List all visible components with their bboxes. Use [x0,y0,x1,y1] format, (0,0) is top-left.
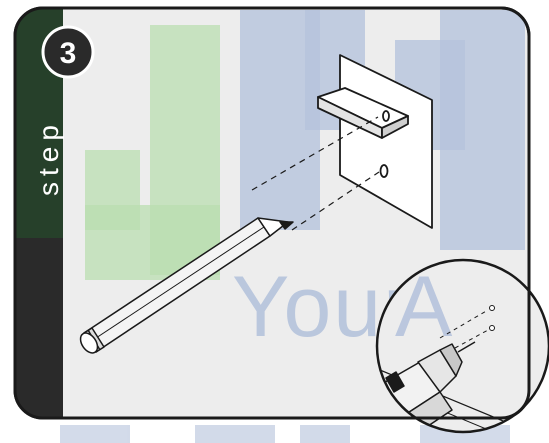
step-label: step [33,119,64,196]
step-number: 3 [60,37,77,70]
step-number-badge: 3 [43,27,93,77]
